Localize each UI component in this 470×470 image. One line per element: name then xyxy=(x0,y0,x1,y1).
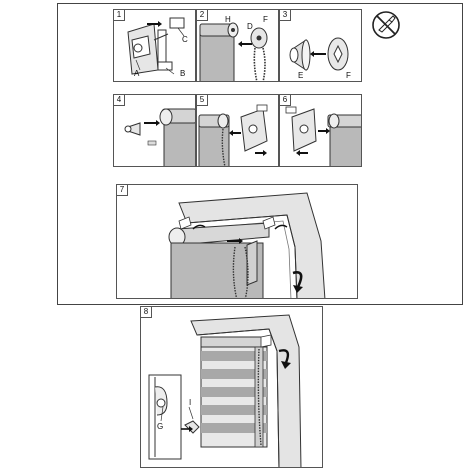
step-number: 1 xyxy=(114,10,125,21)
step-number: 3 xyxy=(280,10,291,21)
label-b: B xyxy=(180,69,186,78)
step-number: 7 xyxy=(117,185,128,196)
step-2-panel: 2 H D F xyxy=(196,9,279,82)
step-number: 8 xyxy=(141,307,152,318)
step-4-panel: 4 xyxy=(113,94,196,167)
label-i: I xyxy=(189,398,192,407)
attach-left-bracket-illustration xyxy=(198,104,268,166)
step-number: 2 xyxy=(197,10,208,21)
label-g: G xyxy=(157,422,164,431)
step-7-panel: 7 xyxy=(116,184,358,299)
step-number: 5 xyxy=(197,95,208,106)
end-plug-illustration xyxy=(289,37,349,71)
label-d: D xyxy=(247,22,253,31)
label-f: F xyxy=(346,71,351,80)
step-8-panel: 8 G I xyxy=(140,306,323,468)
step-number: 4 xyxy=(114,95,125,106)
label-e: E xyxy=(298,71,304,80)
step-3-panel: 3 E F xyxy=(279,9,362,82)
attach-right-bracket-illustration xyxy=(285,106,361,166)
bracket-illustration xyxy=(127,17,185,75)
step-1-panel: 1 A B C xyxy=(113,9,196,82)
step-6-panel: 6 xyxy=(279,94,362,167)
insert-plug-illustration xyxy=(124,108,195,166)
step-number: 6 xyxy=(280,95,291,106)
label-f: F xyxy=(263,15,268,24)
double-roller-blind-illustration xyxy=(148,314,302,467)
step-5-panel: 5 xyxy=(196,94,279,167)
label-c: C xyxy=(182,35,188,44)
label-h: H xyxy=(225,15,231,24)
roller-end-illustration xyxy=(199,22,268,81)
mount-blind-in-frame-illustration xyxy=(168,192,326,298)
label-a: A xyxy=(134,69,140,78)
